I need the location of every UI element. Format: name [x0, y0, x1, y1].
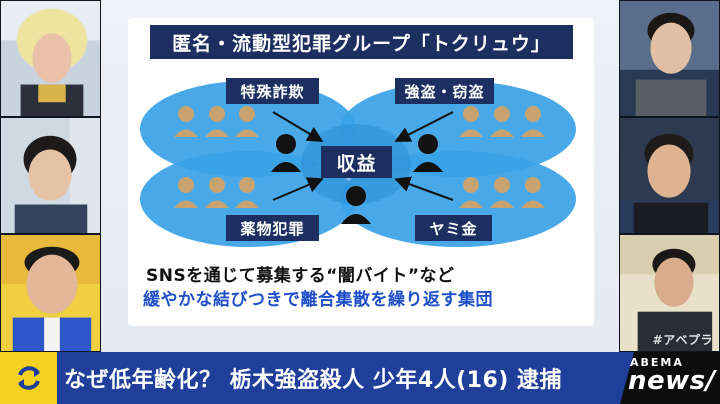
- ticker-headline: なぜ低年齢化？ 栃木強盗殺人 少年4人(16) 逮捕: [64, 368, 563, 393]
- label-loan-shark: ヤミ金: [415, 215, 492, 241]
- video-tile-left-1: [0, 0, 101, 117]
- core-figure-right: [413, 134, 443, 172]
- panelist-video: [1, 235, 100, 351]
- label-special-fraud: 特殊詐欺: [226, 78, 319, 104]
- members-robbery: [459, 106, 545, 137]
- arrow-loan: [394, 176, 454, 201]
- logo-abema-text: ABEMA: [630, 356, 684, 369]
- crime-group-diagram: [140, 81, 576, 247]
- refresh-cycle-icon: [0, 352, 57, 404]
- members-fraud: [174, 106, 259, 137]
- label-robbery-theft: 強盗・窃盗: [395, 78, 494, 104]
- arrow-drugs: [272, 177, 324, 201]
- ellipse-fraud: [140, 81, 356, 177]
- panelist-video: [620, 1, 719, 116]
- caption-line-2: 緩やかな結びつきで離合集散を繰り返す集団: [143, 290, 493, 310]
- program-watermark: #アベプラ: [652, 333, 713, 347]
- label-profit: 収益: [321, 146, 392, 178]
- core-figure-bottom: [341, 186, 371, 224]
- video-tile-left-2: [0, 117, 101, 234]
- label-drug-crime: 薬物犯罪: [226, 215, 319, 241]
- panelist-video: [1, 1, 100, 116]
- members-drugs: [174, 177, 259, 208]
- panelist-video: [620, 235, 719, 351]
- panelist-video: [1, 118, 100, 233]
- core-figure-left: [271, 134, 301, 172]
- arrow-fraud: [272, 111, 324, 143]
- panelist-video: [620, 118, 719, 233]
- video-tile-left-3: [0, 234, 101, 352]
- caption-line-1: SNSを通じて募集する“闇バイト”など: [146, 266, 455, 286]
- arrow-robbery: [394, 111, 454, 142]
- news-ticker: [0, 352, 720, 404]
- video-tile-right-1: [619, 0, 720, 117]
- channel-logo: [612, 352, 720, 404]
- logo-news-text: news/: [628, 366, 716, 396]
- members-loan: [459, 177, 545, 208]
- video-tile-right-3: #アベプラ: [619, 234, 720, 352]
- video-tile-right-2: [619, 117, 720, 234]
- board-title: 匿名・流動型犯罪グループ「トクリュウ」: [150, 25, 573, 59]
